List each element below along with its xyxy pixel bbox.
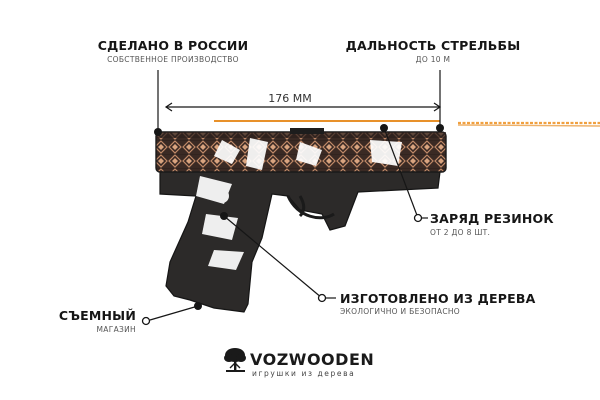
callout-end-rings (141, 213, 423, 326)
pistol-frame (159, 167, 441, 313)
wood-title: ИЗГОТОВЛЕНО ИЗ ДЕРЕВА (340, 291, 536, 306)
made-in-russia-title: СДЕЛАНО В РОССИИ (97, 38, 249, 53)
range-subtitle: ДО 10 М (415, 55, 451, 64)
length-dimension-label: 176 ММ (268, 92, 312, 105)
tree-icon (224, 348, 246, 372)
brand-tagline: игрушки из дерева (252, 369, 356, 378)
magazine-subtitle: МАГАЗИН (96, 325, 136, 334)
brand-name: VOZWOODEN (250, 350, 375, 369)
ammo-title: ЗАРЯД РЕЗИНОК (430, 211, 554, 226)
made-in-russia-subtitle: СОБСТВЕННОЕ ПРОИЗВОДСТВО (107, 55, 239, 64)
callout-lines (149, 70, 442, 321)
trigger (298, 195, 306, 218)
callout-dots (154, 124, 444, 310)
trigger-guard (286, 195, 335, 220)
magazine-title: СЪЕМНЫЙ (58, 308, 136, 323)
shot-trail (214, 120, 600, 127)
range-title: ДАЛЬНОСТЬ СТРЕЛЬБЫ (345, 38, 521, 53)
wood-subtitle: ЭКОЛОГИЧНО И БЕЗОПАСНО (340, 307, 461, 316)
ammo-subtitle: ОТ 2 ДО 8 ШТ. (430, 228, 491, 237)
